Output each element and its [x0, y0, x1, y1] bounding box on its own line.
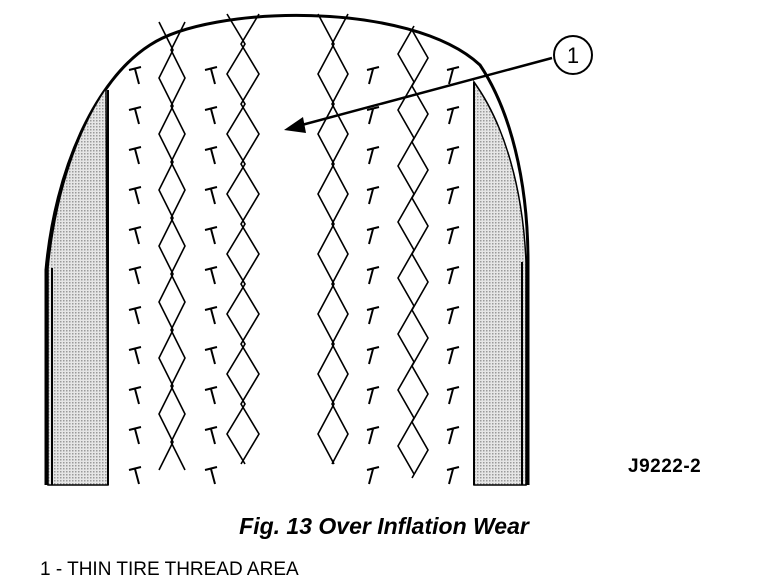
tread-sipe	[446, 66, 460, 85]
figure-caption: Fig. 13 Over Inflation Wear	[239, 513, 529, 539]
tread-sipe	[366, 66, 380, 85]
tread-groove-line	[226, 13, 246, 465]
tread-sipe	[204, 266, 218, 285]
tread-sipe	[446, 306, 460, 325]
tread-sipe	[366, 386, 380, 405]
tread-sipe	[366, 106, 380, 125]
tread-groove-line	[170, 21, 186, 471]
tread-sipe	[204, 226, 218, 245]
tread-sipe	[128, 346, 142, 365]
tread-sipe	[446, 186, 460, 205]
tread-sipe	[128, 466, 142, 485]
tread-sipe	[366, 306, 380, 325]
tread-groove-line	[240, 13, 260, 465]
tread-sipe	[204, 66, 218, 85]
tread-sipe	[446, 266, 460, 285]
tread-sipe	[204, 306, 218, 325]
tread-sipe	[204, 146, 218, 165]
callout-circle	[553, 35, 593, 75]
tread-sipe	[128, 226, 142, 245]
callout-number: 1	[567, 43, 579, 68]
tire-outline	[44, 13, 530, 485]
right-shoulder-shading	[473, 79, 527, 486]
tread-sipe	[128, 386, 142, 405]
tread-sipe	[366, 466, 380, 485]
tread-sipe	[128, 306, 142, 325]
tread-sipe	[204, 426, 218, 445]
tread-groove-line	[411, 29, 429, 479]
tread-sipe	[366, 426, 380, 445]
tread-sipe	[446, 426, 460, 445]
tread-groove-line	[158, 21, 174, 471]
tread-sipe	[446, 466, 460, 485]
tread-sipe	[204, 466, 218, 485]
tread-sipe	[128, 146, 142, 165]
tread-sipe	[128, 426, 142, 445]
tread-sipe	[204, 386, 218, 405]
tread-sipe	[128, 186, 142, 205]
tread-groove-line	[331, 13, 349, 465]
tread-sipe	[128, 106, 142, 125]
tread-sipe	[446, 346, 460, 365]
tread-sipe	[446, 106, 460, 125]
tread-sipe	[366, 226, 380, 245]
tread-sipe	[204, 106, 218, 125]
tread-sipes	[128, 66, 460, 485]
tread-sipe	[446, 226, 460, 245]
tread-sipe	[366, 346, 380, 365]
tread-groove-line	[317, 13, 335, 465]
tread-grooves	[158, 13, 429, 479]
tread-sipe	[366, 266, 380, 285]
callout-leader-line	[297, 56, 553, 128]
left-shoulder-shading	[47, 85, 109, 486]
figure-id: J9222-2	[628, 456, 702, 477]
tread-sipe	[366, 186, 380, 205]
tread-sipe	[128, 266, 142, 285]
tread-sipe	[128, 66, 142, 85]
legend-item-1: 1 - THIN TIRE THREAD AREA	[40, 559, 299, 580]
tread-sipe	[204, 346, 218, 365]
tread-sipe	[446, 386, 460, 405]
callout-arrowhead	[284, 117, 306, 133]
tread-sipe	[446, 146, 460, 165]
tread-sipe	[204, 186, 218, 205]
tread-sipe	[366, 146, 380, 165]
